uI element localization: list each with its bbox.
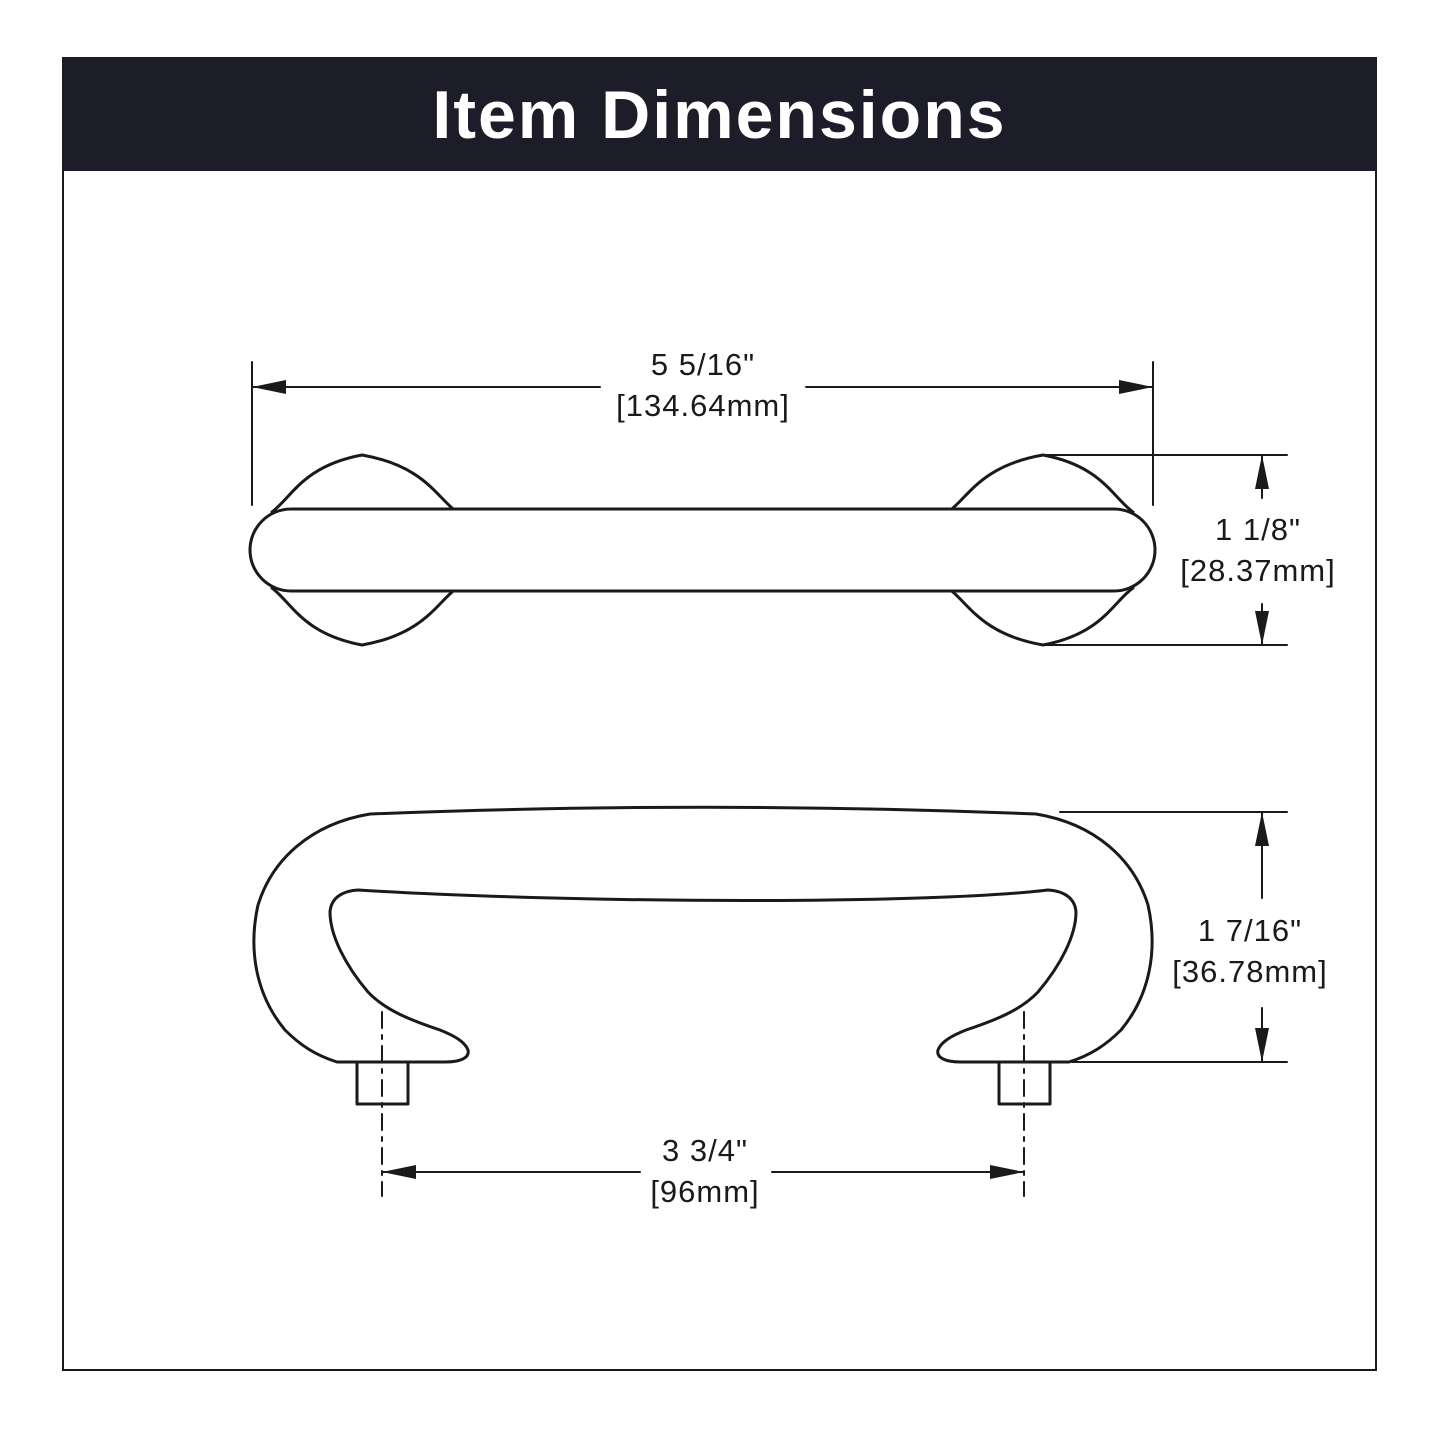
overall-length-inches: 5 5/16"	[650, 347, 756, 382]
arrowhead-right-icon	[990, 1165, 1024, 1179]
arrowhead-down-icon	[1255, 611, 1269, 645]
base-height-mm: [28.37mm]	[1180, 553, 1336, 588]
overall-length-dimension	[251, 361, 1154, 506]
arrowhead-left-icon	[382, 1165, 416, 1179]
base-height-dimension	[1042, 454, 1288, 646]
projection-dimension	[1059, 811, 1288, 1063]
page-title: Item Dimensions	[432, 76, 1007, 153]
top-view-drawing	[248, 453, 1157, 647]
side-view-drawing	[252, 805, 1154, 1197]
header-bar: Item Dimensions	[63, 58, 1376, 171]
arrowhead-right-icon	[1119, 380, 1153, 394]
side-view-handle-outline	[252, 805, 1154, 1064]
center-to-center-mm: [96mm]	[650, 1174, 760, 1209]
arrowhead-up-icon	[1255, 455, 1269, 489]
arrowhead-left-icon	[252, 380, 286, 394]
top-view-right-base-lower-lobe	[946, 586, 1135, 647]
center-to-center-inches: 3 3/4"	[662, 1133, 748, 1168]
center-to-center-dimension	[381, 1165, 1025, 1179]
projection-inches: 1 7/16"	[1197, 913, 1303, 948]
base-height-dimension-label: 1 1/8" [28.37mm]	[1180, 509, 1335, 591]
projection-mm: [36.78mm]	[1172, 954, 1328, 989]
top-view-left-base-upper-lobe	[270, 453, 459, 514]
arrowhead-down-icon	[1255, 1028, 1269, 1062]
overall-length-mm: [134.64mm]	[616, 388, 790, 423]
center-to-center-dimension-label: 3 3/4" [96mm]	[650, 1130, 759, 1212]
arrowhead-up-icon	[1255, 812, 1269, 846]
overall-length-dimension-label: 5 5/16" [134.64mm]	[616, 344, 790, 426]
top-view-left-base-lower-lobe	[270, 586, 459, 647]
top-view-grip-bar	[248, 507, 1157, 593]
sheet-border	[62, 57, 1377, 1371]
base-height-inches: 1 1/8"	[1215, 512, 1301, 547]
projection-dimension-label: 1 7/16" [36.78mm]	[1172, 910, 1327, 992]
top-view-right-base-upper-lobe	[946, 453, 1135, 514]
